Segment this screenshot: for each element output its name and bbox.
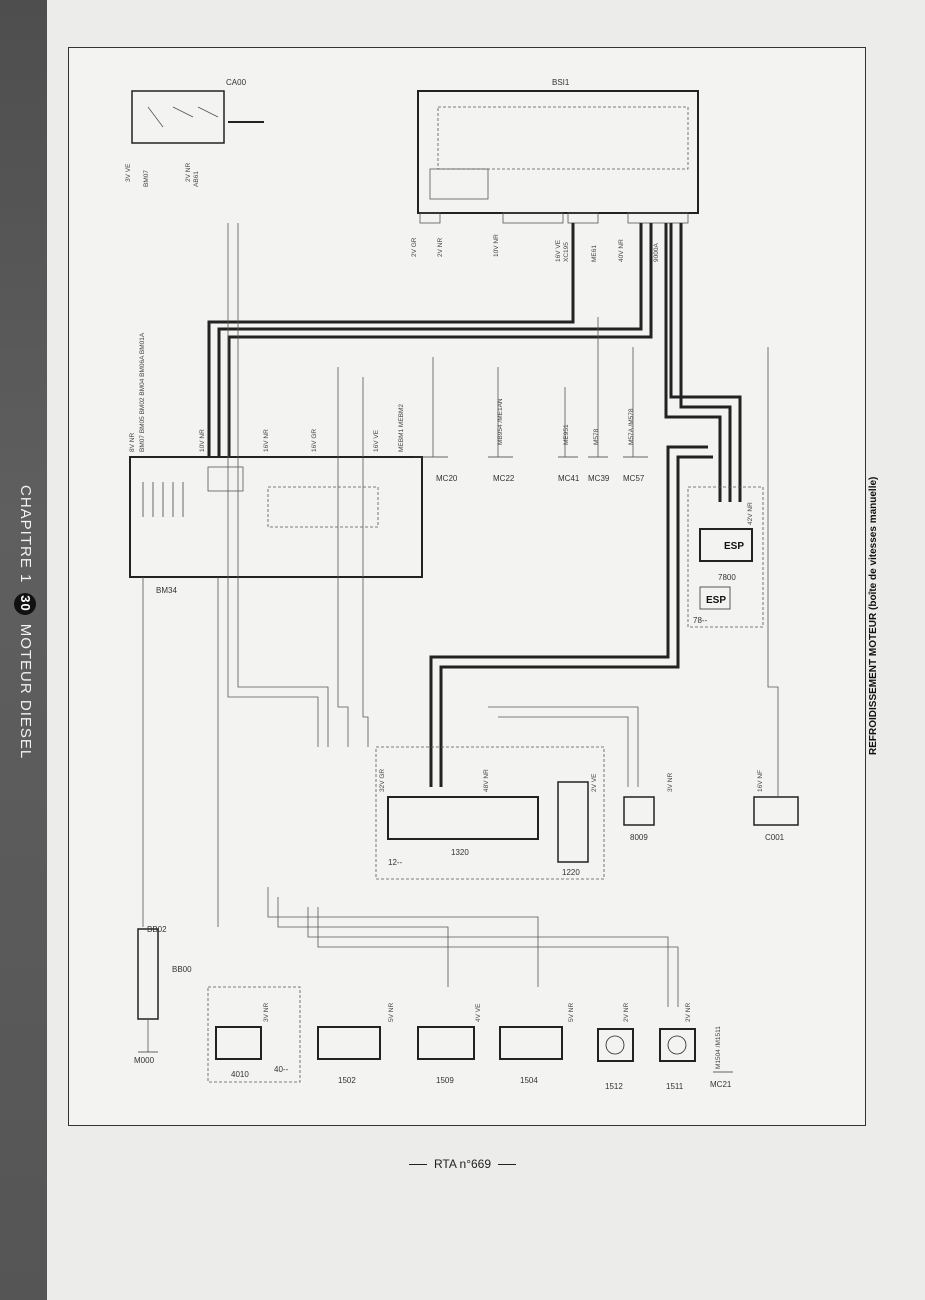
chapter-prefix: CHAPITRE 1 bbox=[17, 485, 34, 584]
conn-1504: 5V NR bbox=[568, 1003, 575, 1022]
chapter-sidebar-text: CHAPITRE 1 30 MOTEUR DIESEL bbox=[0, 0, 47, 1300]
7800-box bbox=[699, 528, 753, 562]
page-footer: RTA n°669 bbox=[0, 1157, 925, 1171]
1502-label: 1502 bbox=[338, 1076, 356, 1085]
ground-m000: M000 bbox=[134, 1056, 155, 1065]
conn-bsi-c3: 10V NR bbox=[493, 234, 500, 257]
conn-ca00-left: 3V VE bbox=[125, 163, 132, 182]
4010-label: 4010 bbox=[231, 1070, 249, 1079]
1220-box bbox=[557, 781, 589, 863]
1511-label: 1511 bbox=[666, 1082, 684, 1091]
chapter-heading: CHAPITRE 1 30 MOTEUR DIESEL bbox=[14, 485, 36, 759]
c001-label: C001 bbox=[765, 833, 785, 842]
bm34-box bbox=[129, 456, 423, 578]
1320-box bbox=[387, 796, 539, 840]
conn-1220: 2V VE bbox=[591, 773, 598, 792]
bb00-battery bbox=[137, 928, 159, 1020]
ground-mc39: MC39 bbox=[588, 474, 610, 483]
wire-xc195: XC195 bbox=[563, 242, 570, 262]
conn-8009: 3V NR bbox=[667, 773, 674, 792]
bsi1-label: BSI1 bbox=[552, 78, 570, 87]
wiring-diagram: ESP ESP CA00 BSI1 BM34 7800 78-- 1320 12… bbox=[125, 78, 799, 1091]
8009-label: 8009 bbox=[630, 833, 648, 842]
1511-box bbox=[659, 1028, 696, 1062]
1512-box bbox=[597, 1028, 634, 1062]
esp-label-2: ESP bbox=[706, 595, 726, 606]
wire-me61: ME61 bbox=[591, 245, 598, 262]
conn-1320-c1: 32V GR bbox=[379, 769, 386, 792]
footer-dash-right bbox=[498, 1164, 517, 1166]
conn-bsi-c5: 40V NR bbox=[618, 239, 625, 262]
conn-bsi-c2: 2V NR bbox=[437, 238, 444, 257]
conn-1502: 5V NR bbox=[388, 1003, 395, 1022]
wire-bm34-list4: MEBM1 MEBM2 bbox=[398, 404, 405, 452]
chapter-section: MOTEUR DIESEL bbox=[17, 623, 34, 760]
conn-bm34-c3: 16V NR bbox=[263, 429, 270, 452]
bb00-label: BB00 bbox=[172, 965, 192, 974]
wire-9000a: 9000A bbox=[653, 243, 660, 262]
1320-label: 1320 bbox=[451, 848, 469, 857]
conn-1509: 4V VE bbox=[475, 1003, 482, 1022]
7800-dashed-area bbox=[687, 486, 764, 628]
4010-box bbox=[215, 1026, 262, 1060]
footer-text: RTA n°669 bbox=[433, 1157, 492, 1171]
8009-box bbox=[623, 796, 655, 826]
conn-1320-c2: 48V NR bbox=[483, 769, 490, 792]
1512-label: 1512 bbox=[605, 1082, 623, 1091]
wire-m57a: M57A /M578 bbox=[628, 408, 635, 445]
wire-bm07-cb9m: BM07 bbox=[143, 170, 150, 187]
1509-box bbox=[417, 1026, 475, 1060]
wire-bm34-list: BM07 BM05 BM02 BM04 BM06A BM01A bbox=[139, 332, 146, 452]
conn-bm34-c4: 16V GR bbox=[311, 429, 318, 452]
1504-box bbox=[499, 1026, 563, 1060]
wire-mc21: M1504 /M1511 bbox=[715, 1026, 722, 1069]
conn-bsi-c4: 16V VE bbox=[555, 239, 562, 262]
ground-mc41: MC41 bbox=[558, 474, 580, 483]
page-title: REFROIDISSEMENT MOTEUR (boîte de vitesse… bbox=[868, 476, 879, 755]
wire-mb954: MB954 /ME1AN bbox=[497, 398, 504, 445]
conn-bm34-c2: 10V NR bbox=[199, 429, 206, 452]
c001-box bbox=[753, 796, 799, 826]
1320-sub-label: 12-- bbox=[388, 858, 403, 867]
ca00-box bbox=[131, 90, 225, 144]
ground-mc57: MC57 bbox=[623, 474, 645, 483]
4010-sub-label: 40-- bbox=[274, 1065, 289, 1074]
ground-mc20: MC20 bbox=[436, 474, 458, 483]
ground-mc22: MC22 bbox=[493, 474, 515, 483]
footer-dash-left bbox=[408, 1164, 427, 1166]
esp-ref-label: 78-- bbox=[693, 616, 708, 625]
wire-m578: M578 bbox=[593, 428, 600, 445]
conn-1512: 2V NR bbox=[623, 1003, 630, 1022]
chapter-sidebar bbox=[0, 0, 47, 1300]
conn-1511: 2V NR bbox=[685, 1003, 692, 1022]
1504-label: 1504 bbox=[520, 1076, 538, 1085]
wire-me951: ME951 bbox=[563, 424, 570, 445]
ca00-label: CA00 bbox=[226, 78, 247, 87]
diagram-frame bbox=[68, 47, 866, 1126]
bm34-label: BM34 bbox=[156, 586, 177, 595]
bsi1-box bbox=[417, 90, 699, 214]
conn-4010: 3V NR bbox=[263, 1003, 270, 1022]
esp-label: ESP bbox=[724, 541, 744, 552]
wire-ab61: AB61 bbox=[193, 171, 200, 187]
conn-ca00-right: 2V NR bbox=[185, 163, 192, 182]
conn-bm34-c5: 16V VE bbox=[373, 429, 380, 452]
conn-bm34-c1: 8V NR bbox=[129, 433, 136, 452]
bb01-label: BB02 bbox=[147, 925, 167, 934]
chapter-number-badge: 30 bbox=[14, 592, 36, 615]
conn-bsi-c1: 2V GR bbox=[411, 237, 418, 257]
ground-mc21: MC21 bbox=[710, 1080, 732, 1089]
1220-label: 1220 bbox=[562, 868, 580, 877]
conn-c001: 16V NF bbox=[757, 770, 764, 792]
7800-label: 7800 bbox=[718, 573, 736, 582]
conn-7800: 42V NR bbox=[747, 502, 754, 525]
1509-label: 1509 bbox=[436, 1076, 454, 1085]
1502-box bbox=[317, 1026, 381, 1060]
